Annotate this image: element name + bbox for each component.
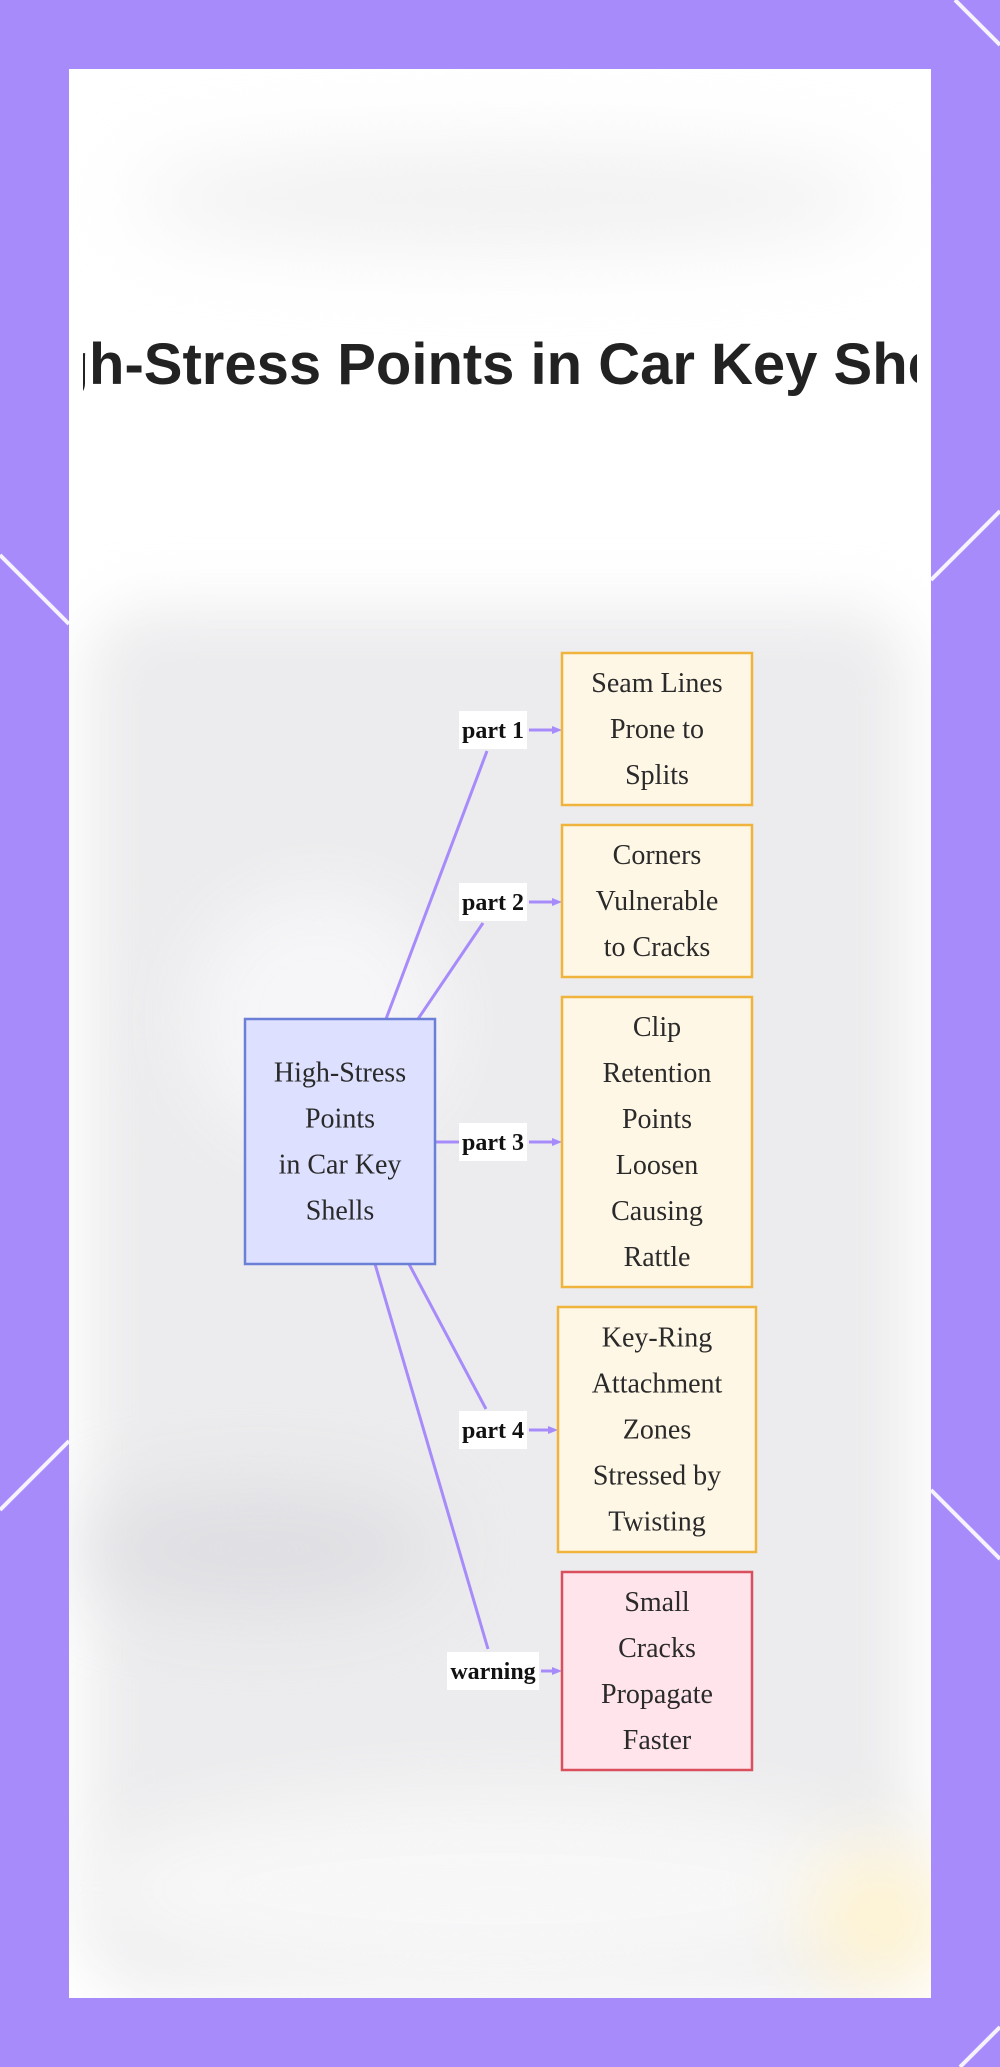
- part-node: [560, 995, 754, 1289]
- edge-label-background: [459, 1411, 527, 1449]
- center-node: [243, 1017, 437, 1266]
- part-node-text: Twisting: [608, 1507, 706, 1538]
- edge-arrowhead: [552, 726, 562, 734]
- part-node-text: Rattle: [624, 1242, 691, 1273]
- edge-label: part 1: [462, 718, 524, 744]
- edge-arrowhead: [552, 1138, 562, 1146]
- edge-label-background: [459, 1123, 527, 1161]
- diagram-card: High-Stress Points in Car Key Shells par…: [69, 69, 931, 1998]
- edge-label: part 2: [462, 890, 524, 916]
- background-blur: [809, 1849, 931, 1989]
- edge-line: [416, 922, 485, 1020]
- center-node-text: Shells: [306, 1196, 374, 1227]
- warning-node-text: Cracks: [618, 1633, 696, 1664]
- title-container: High-Stress Points in Car Key Shells: [83, 309, 917, 419]
- edge-arrowhead: [552, 898, 562, 906]
- edge-line: [373, 1263, 490, 1650]
- edge-label: part 3: [462, 1130, 524, 1156]
- warning-node-text: Small: [624, 1587, 690, 1618]
- part-node-text: Retention: [603, 1058, 712, 1089]
- part-node-text: Clip: [633, 1012, 681, 1043]
- part-node: [560, 823, 754, 979]
- part-node-text: Vulnerable: [596, 886, 719, 917]
- part-node: [556, 1305, 758, 1554]
- part-node-text: Key-Ring: [602, 1323, 712, 1354]
- edge-line: [407, 1263, 488, 1410]
- background-blur: [79, 1489, 439, 1609]
- part-node-text: Zones: [623, 1415, 691, 1446]
- part-node-text: Attachment: [592, 1369, 723, 1400]
- part-node-text: Stressed by: [593, 1461, 721, 1492]
- background-blur: [89, 609, 909, 1989]
- edge-label: warning: [450, 1659, 535, 1685]
- edge-label: part 4: [462, 1418, 524, 1444]
- center-node-text: High-Stress: [274, 1058, 406, 1089]
- edge-line: [384, 750, 489, 1020]
- background-blur: [79, 1789, 919, 1989]
- edge-label-background: [447, 1652, 539, 1690]
- page-title: High-Stress Points in Car Key Shells: [83, 332, 917, 397]
- background-blur: [129, 149, 889, 249]
- edge-label-background: [459, 883, 527, 921]
- part-node-text: Corners: [613, 840, 702, 871]
- warning-node: [560, 1570, 754, 1772]
- part-node-text: Splits: [625, 760, 689, 791]
- part-node-text: Points: [622, 1104, 692, 1135]
- edge-label-background: [459, 711, 527, 749]
- part-node-text: Loosen: [616, 1150, 698, 1181]
- edge-arrowhead: [552, 1667, 562, 1675]
- part-node: [560, 651, 754, 807]
- part-node-text: Seam Lines: [591, 668, 722, 699]
- center-node-text: Points: [305, 1104, 375, 1135]
- part-node-text: Causing: [611, 1196, 703, 1227]
- warning-node-text: Propagate: [601, 1679, 713, 1710]
- part-node-text: to Cracks: [604, 932, 711, 963]
- edge-arrowhead: [548, 1426, 558, 1434]
- center-node-text: in Car Key: [279, 1150, 402, 1181]
- mindmap-diagram: part 1 part 2 part 3 part 4 warning High-Stre…: [243, 651, 758, 1772]
- warning-node-text: Faster: [623, 1725, 692, 1756]
- part-node-text: Prone to: [610, 714, 704, 745]
